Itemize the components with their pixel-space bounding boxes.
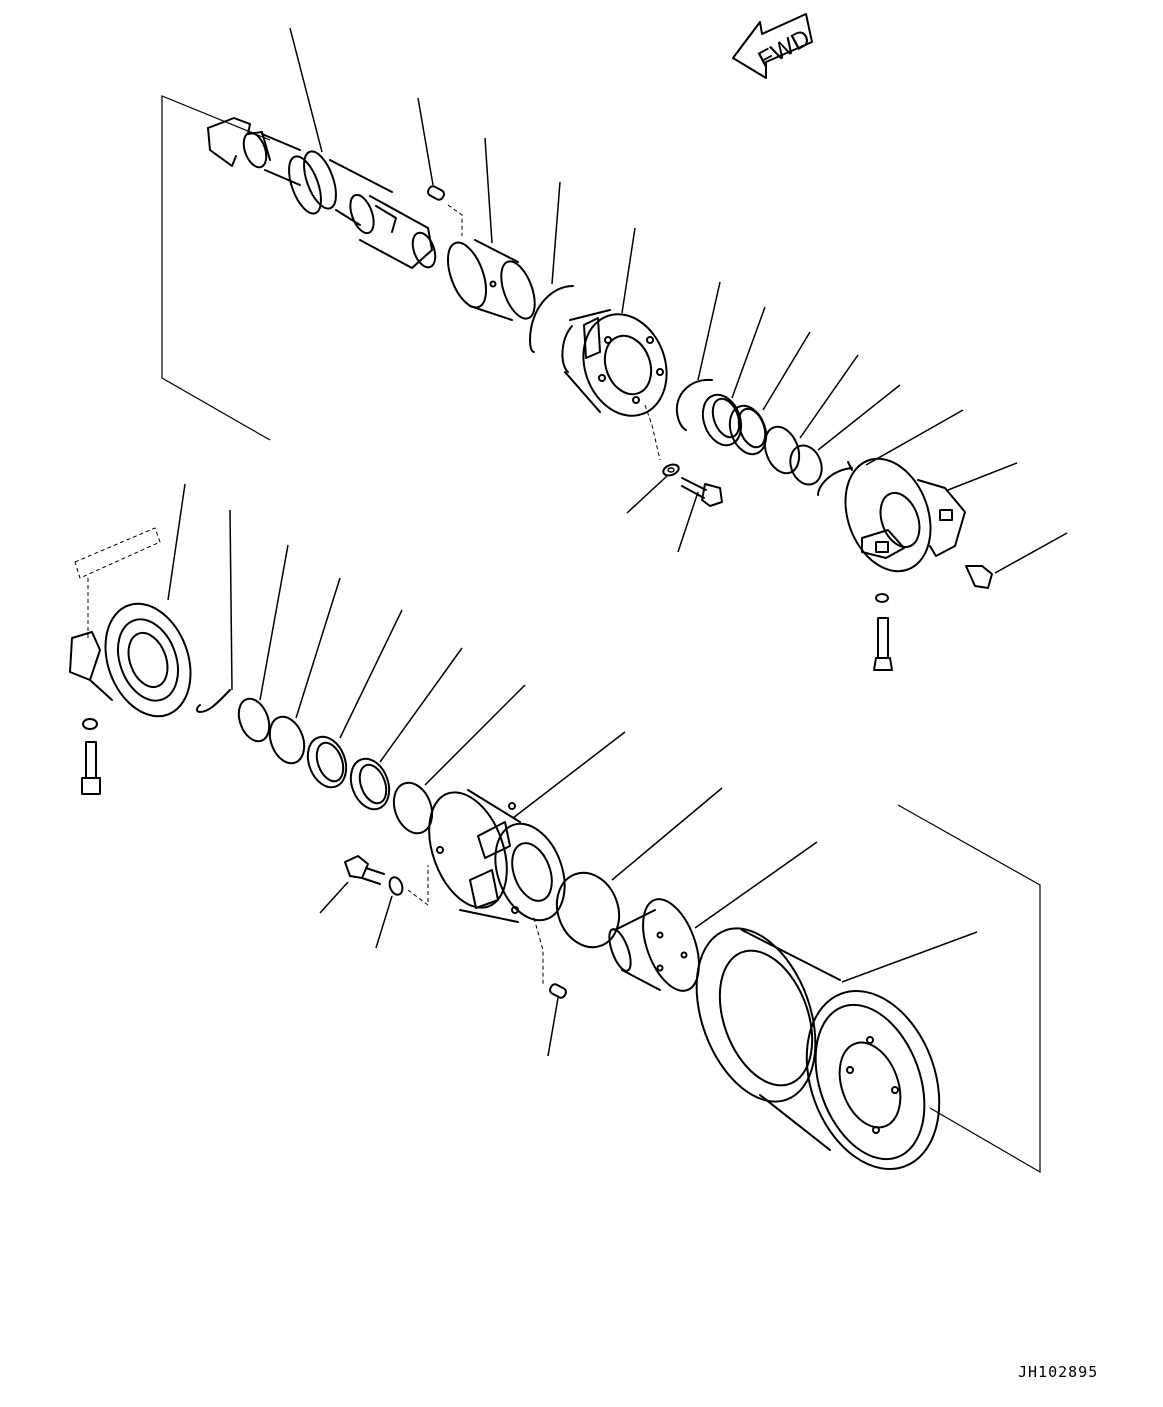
o-ring-upper-1: [763, 425, 801, 475]
bushing-upper: [446, 204, 536, 321]
snap-ring-upper-2: [817, 461, 853, 496]
pin-lower: [533, 917, 568, 999]
drawing-id-label: JH102895: [1018, 1363, 1099, 1381]
collar-upper: [561, 309, 668, 417]
bushing-lower: [608, 898, 700, 992]
snap-ring-lower-1: [196, 689, 231, 713]
end-support-lower: [69, 602, 192, 718]
floating-seal-lower-2: [349, 757, 391, 811]
washer-lower: [388, 865, 429, 906]
floating-seal-upper-1: [701, 393, 743, 447]
washer-upper: [662, 463, 680, 477]
bolt-lower: [344, 855, 385, 885]
lower-assembly-frame: [897, 804, 1041, 1174]
forward-direction-arrow: FWD: [732, 13, 815, 79]
o-ring-lower-3: [392, 781, 434, 835]
floating-seal-lower-1: [306, 735, 348, 789]
o-ring-upper-2: [789, 444, 823, 486]
bolt-vertical-right: [873, 593, 893, 671]
snap-ring-upper: [529, 285, 574, 353]
shaft: [207, 117, 437, 269]
o-ring-lower-1: [237, 697, 271, 743]
roller-body: [695, 927, 941, 1171]
o-ring-lower-2: [268, 715, 306, 765]
direction-label: FWD: [754, 24, 815, 73]
leader-lines: [167, 27, 1068, 1057]
floating-seal-upper-2: [728, 404, 768, 456]
bolt-upper: [644, 404, 723, 507]
plate-dashed: [74, 527, 161, 640]
end-support-upper: [844, 457, 966, 573]
collar-lower: [428, 789, 566, 923]
o-ring-lower-4: [555, 871, 621, 949]
pin-upper: [426, 185, 446, 201]
seal-ring-upper-1: [675, 378, 713, 431]
bolt-end-support: [965, 565, 993, 589]
upper-assembly-frame: [161, 95, 271, 441]
bolt-vertical-left: [81, 718, 101, 795]
